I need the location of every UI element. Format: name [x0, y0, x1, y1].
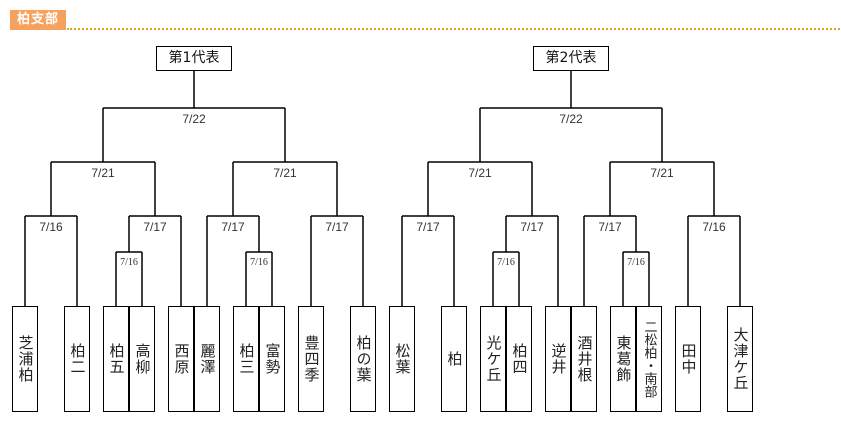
section-title: 柏支部: [10, 10, 66, 30]
team-box: 柏五: [103, 306, 129, 412]
team-name: 田中: [679, 343, 698, 375]
match-date: 7/16: [120, 257, 138, 268]
team-box: 東葛飾: [610, 306, 636, 412]
team-name: 酒井根: [575, 335, 594, 383]
team-box: 大津ケ丘: [727, 306, 753, 412]
team-name: 柏五: [107, 343, 126, 375]
team-box: 柏四: [506, 306, 532, 412]
team-name: 柏三: [237, 343, 256, 375]
representative-label: 第1代表: [168, 50, 220, 66]
representative-2-box: 第2代表: [533, 46, 609, 71]
section-header: 柏支部: [10, 10, 840, 30]
match-date: 7/16: [702, 220, 726, 234]
team-name: 二松柏・南部: [641, 320, 657, 398]
team-box: 柏の葉: [350, 306, 376, 412]
team-box: 柏三: [233, 306, 259, 412]
match-date: 7/17: [221, 220, 245, 234]
match-date: 7/17: [325, 220, 349, 234]
team-box: 豊四季: [298, 306, 324, 412]
team-box: 富勢: [259, 306, 285, 412]
representative-label: 第2代表: [545, 50, 597, 66]
team-box: 田中: [675, 306, 701, 412]
match-date: 7/21: [91, 166, 115, 180]
representative-1-box: 第1代表: [156, 46, 232, 71]
team-box: 柏: [441, 306, 467, 412]
team-name: 柏二: [68, 343, 87, 375]
match-date: 7/16: [39, 220, 63, 234]
team-name: 光ケ丘: [484, 335, 503, 383]
team-name: 逆井: [549, 343, 568, 375]
team-name: 大津ケ丘: [731, 327, 750, 391]
team-box: 松葉: [389, 306, 415, 412]
team-box: 酒井根: [571, 306, 597, 412]
team-name: 豊四季: [302, 335, 321, 383]
match-date: 7/17: [520, 220, 544, 234]
match-date: 7/22: [559, 112, 583, 126]
team-box: 二松柏・南部: [636, 306, 662, 412]
team-box: 逆井: [545, 306, 571, 412]
team-name: 柏の葉: [354, 335, 373, 383]
team-name: 東葛飾: [614, 335, 633, 383]
team-name: 芝浦柏: [16, 335, 35, 383]
match-date: 7/17: [143, 220, 167, 234]
team-name: 富勢: [263, 343, 282, 375]
match-date: 7/17: [416, 220, 440, 234]
match-date: 7/16: [250, 257, 268, 268]
section-divider: [67, 28, 840, 30]
match-date: 7/16: [497, 257, 515, 268]
team-name: 柏: [445, 351, 464, 367]
team-box: 芝浦柏: [12, 306, 38, 412]
match-date: 7/21: [650, 166, 674, 180]
team-box: 柏二: [64, 306, 90, 412]
team-box: 麗澤: [194, 306, 220, 412]
match-date: 7/21: [273, 166, 297, 180]
team-box: 西原: [168, 306, 194, 412]
team-name: 松葉: [393, 343, 412, 375]
team-name: 柏四: [510, 343, 529, 375]
team-name: 西原: [172, 343, 191, 375]
team-box: 光ケ丘: [480, 306, 506, 412]
match-date: 7/21: [468, 166, 492, 180]
team-name: 麗澤: [198, 343, 217, 375]
match-date: 7/22: [182, 112, 206, 126]
match-date: 7/16: [627, 257, 645, 268]
team-name: 高柳: [133, 343, 152, 375]
team-box: 高柳: [129, 306, 155, 412]
match-date: 7/17: [598, 220, 622, 234]
